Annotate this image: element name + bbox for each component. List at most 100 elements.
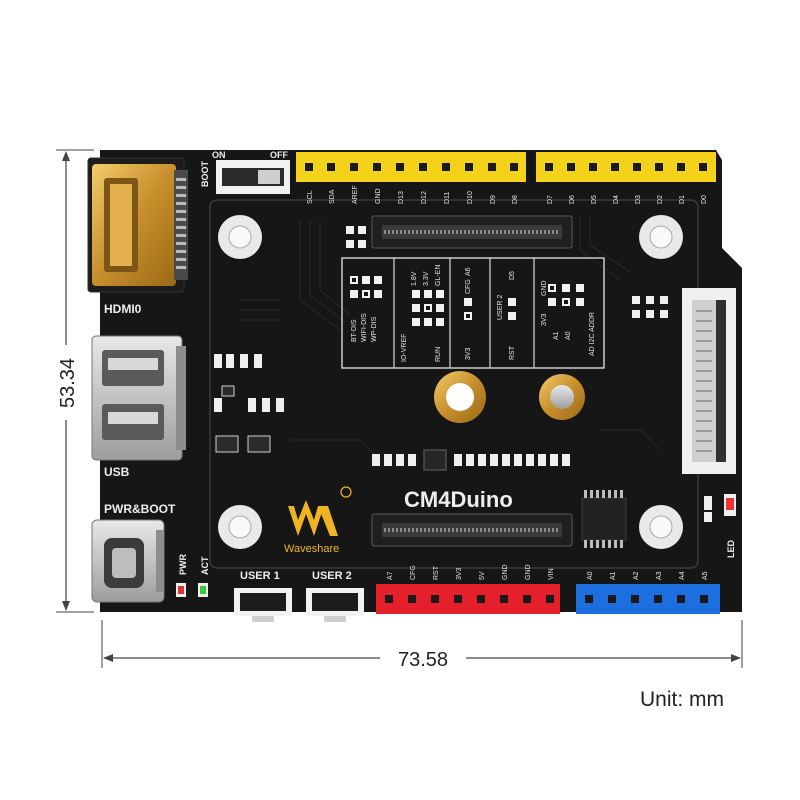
boot-switch [216, 160, 290, 194]
pin-label: AREF [352, 185, 359, 204]
top-header-right-labels: D7 D6 D5 D4 D3 D2 D1 D0 [547, 195, 708, 204]
svg-text:D5: D5 [509, 271, 516, 280]
pin-label: D0 [701, 195, 708, 204]
mount-hole-top-right [639, 215, 683, 259]
bottom-analog-header-labels: A0 A1 A2 A3 A4 A5 [587, 571, 709, 580]
usb-c-power-port [91, 519, 165, 603]
svg-text:3V3: 3V3 [465, 347, 472, 360]
pin-label: GND [502, 564, 509, 580]
pwr-led [176, 583, 186, 597]
pin-label: SDA [329, 189, 336, 204]
svg-text:USER 2: USER 2 [497, 295, 504, 320]
svg-text:3V3: 3V3 [541, 313, 548, 326]
height-dimension: 53.34 [56, 149, 94, 613]
cm4-connector-bottom [371, 513, 573, 547]
pin-label: D7 [547, 195, 554, 204]
svg-text:A0: A0 [565, 331, 572, 340]
pin-label: 3V3 [456, 567, 463, 580]
pin-label: D8 [512, 195, 519, 204]
svg-text:WIFI-DIS: WIFI-DIS [361, 313, 368, 342]
user-2-button[interactable] [306, 588, 364, 622]
width-dimension: 73.58 [101, 620, 743, 671]
chip-small [423, 449, 447, 471]
svg-text:RUN: RUN [435, 347, 442, 362]
boot-off-label: OFF [270, 150, 288, 160]
waveshare-logo-icon [288, 486, 352, 536]
bottom-power-header-labels: A7 CFG RST 3V3 5V GND GND VIN [387, 564, 555, 580]
pin-label: A2 [633, 571, 640, 580]
svg-text:3.3V: 3.3V [423, 271, 430, 286]
top-header-right [536, 152, 716, 182]
pin-label: A4 [679, 571, 686, 580]
height-label: 53.34 [57, 358, 79, 408]
pin-label: D5 [591, 195, 598, 204]
pin-label: D4 [613, 195, 620, 204]
ic-chip [581, 490, 627, 548]
bottom-power-header [376, 584, 560, 614]
board-title: CM4Duino [404, 487, 513, 512]
transistors [215, 385, 271, 453]
pin-label: D10 [467, 191, 474, 204]
usb-port [91, 335, 186, 461]
pin-label: A0 [587, 571, 594, 580]
pin-label: D13 [398, 191, 405, 204]
svg-text:GND: GND [541, 280, 548, 296]
top-header-left [296, 152, 526, 182]
pin-label: VIN [548, 568, 555, 580]
pwr-led-label: PWR [178, 554, 188, 575]
unit-label: Unit: mm [640, 688, 724, 711]
width-label: 73.58 [398, 649, 448, 671]
pin-label: D6 [569, 195, 576, 204]
mount-hole-top-left [218, 215, 262, 259]
fpc-connector [682, 288, 736, 474]
jumper-block [341, 257, 605, 369]
power-label: PWR&BOOT [104, 502, 176, 516]
svg-text:1.8V: 1.8V [411, 271, 418, 286]
brand-label: Waveshare [284, 543, 339, 555]
passive-components [214, 226, 712, 522]
user-2-label: USER 2 [312, 570, 352, 582]
usb-label: USB [104, 465, 130, 479]
pcb-board [100, 150, 742, 612]
svg-text:RST: RST [509, 345, 516, 360]
pin-label: SCL [307, 190, 314, 204]
pin-label: A7 [387, 571, 394, 580]
jumper-labels: BT-DIS WIFI-DIS WP-DIS IO-VREF 1.8V 3.3V… [351, 265, 596, 362]
pin-label: D11 [444, 192, 451, 204]
top-header-left-labels: SCL SDA AREF GND D13 D12 D11 D10 D9 D8 [307, 185, 519, 204]
act-led [198, 583, 208, 597]
led-label: LED [726, 539, 736, 558]
svg-text:GL-EN: GL-EN [435, 265, 442, 286]
svg-text:WP-DIS: WP-DIS [371, 316, 378, 342]
pin-label: 5V [479, 571, 486, 580]
svg-text:AD I2C ADDR: AD I2C ADDR [589, 312, 596, 356]
bottom-analog-header [576, 584, 720, 614]
pin-label: D1 [679, 195, 686, 204]
mount-hole-gold-large [434, 371, 486, 423]
pin-label: D3 [635, 195, 642, 204]
cm4-connector-top [371, 215, 573, 249]
hdmi-port [87, 157, 188, 293]
pin-label: GND [525, 564, 532, 580]
pin-label: CFG [410, 565, 417, 580]
pin-label: D9 [490, 195, 497, 204]
svg-text:A6: A6 [465, 267, 472, 276]
svg-text:BT-DIS: BT-DIS [351, 319, 358, 342]
pin-label: GND [375, 188, 382, 204]
boot-on-label: ON [212, 150, 226, 160]
boot-label: BOOT [200, 160, 210, 187]
mount-hole-bottom-right [639, 505, 683, 549]
pin-label: A3 [656, 571, 663, 580]
pin-label: D2 [657, 195, 664, 204]
pin-label: A1 [610, 571, 617, 580]
pin-label: A5 [702, 571, 709, 580]
pin-label: D12 [421, 191, 428, 204]
mount-hole-bottom-left [218, 505, 262, 549]
user-led [724, 494, 736, 516]
mount-hole-gold-small [539, 374, 585, 420]
user-1-button[interactable] [234, 588, 292, 622]
svg-text:IO-VREF: IO-VREF [401, 334, 408, 362]
act-led-label: ACT [200, 556, 210, 575]
pin-label: RST [433, 565, 440, 580]
